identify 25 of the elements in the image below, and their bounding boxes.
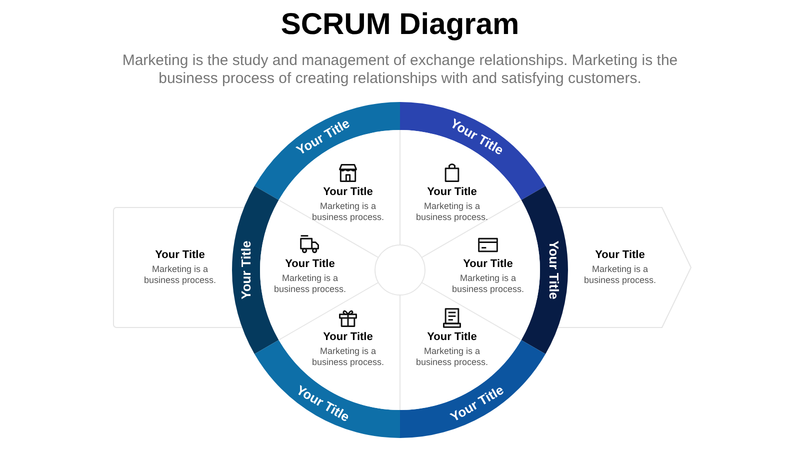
diagram-title: SCRUM Diagram [280, 8, 520, 42]
step-description: Marketing is a business process. [450, 273, 526, 295]
step-description: Marketing is a business process. [414, 346, 490, 368]
step-title: Your Title [284, 258, 336, 271]
center-circle [374, 244, 426, 296]
segment-title: Your Title [294, 382, 352, 425]
step-title: Your Title [426, 331, 478, 344]
step-description: Marketing is a business process. [310, 346, 386, 368]
step-title: Your Title [426, 186, 478, 199]
step-description: Marketing is a business process. [310, 201, 386, 223]
segment-title: Your Title [546, 240, 562, 300]
subtitle-text: Marketing is the study and management of exchange relationships. Marketing is the business process of creating relationships with and satisfying customers. [121, 52, 679, 88]
step-title: Your Title [154, 249, 206, 262]
step-title: Your Title [594, 249, 646, 262]
segment-title: Your Title [448, 115, 506, 158]
step-description: Marketing is a business process. [414, 201, 490, 223]
step-description: Marketing is a business process. [583, 264, 657, 286]
step-title: Your Title [322, 331, 374, 344]
step-description: Marketing is a business process. [143, 264, 217, 286]
step-title: Your Title [322, 186, 374, 199]
step-title: Your Title [462, 258, 514, 271]
step-description: Marketing is a business process. [272, 273, 348, 295]
segment-title: Your Title [294, 115, 352, 158]
segment-title: Your Title [448, 382, 506, 425]
segment-title: Your Title [238, 240, 254, 300]
